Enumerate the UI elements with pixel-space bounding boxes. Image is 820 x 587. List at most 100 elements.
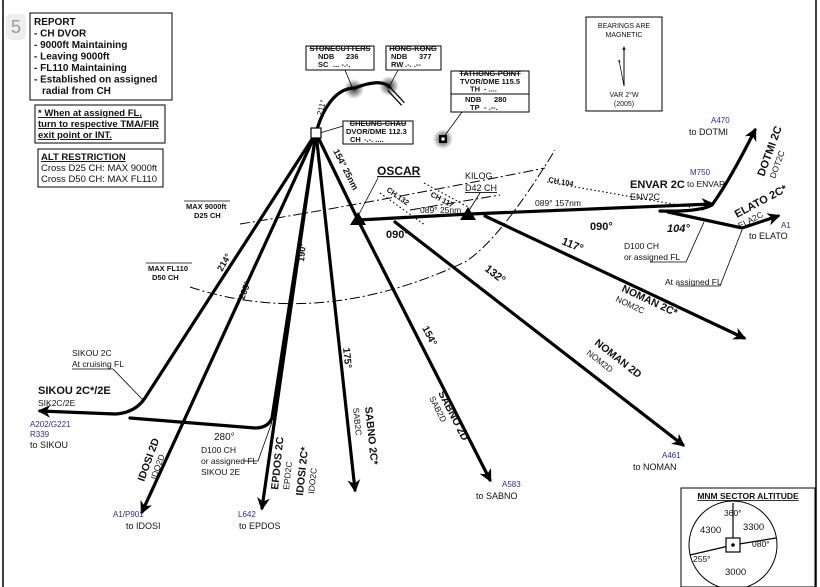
procedure-epdos-2c: EPDOS 2C EPD2C L642 to EPDOS xyxy=(238,436,294,531)
chart-label: - FL110 Maintaining xyxy=(34,63,127,74)
leader-d100-noman xyxy=(650,221,705,263)
chart-label: A202/G221 xyxy=(30,420,71,429)
route-epdos-2c xyxy=(257,131,318,511)
min-sector-altitude: MNM SECTOR ALTITUDE 360° 080° 255° 4300 … xyxy=(680,487,816,587)
leader-d100-sikou xyxy=(243,421,273,462)
bearing-089-157nm: 089° 157nm xyxy=(535,198,581,208)
chart-label: NDB xyxy=(465,95,482,104)
bearing-154-25nm: 154° 25nm xyxy=(331,147,360,191)
chart-label: A461 xyxy=(662,451,681,460)
ch117-radial xyxy=(423,182,471,209)
leader-kilog xyxy=(467,192,481,213)
arc-segment xyxy=(409,194,501,211)
chart-label: A1/P901 xyxy=(113,510,144,519)
procedure-idosi-2d: IDOSI 2D IDO2D A1/P901 to IDOSI xyxy=(113,436,167,531)
at-assigned-fl-note: At assigned FL xyxy=(665,277,722,287)
radial-ch132-label: CH 132 xyxy=(385,185,411,207)
procedure-idosi-2c: IDOSI 2C* IDO2C xyxy=(294,445,319,496)
chart-label: MNM SECTOR ALTITUDE xyxy=(697,491,799,501)
chart-label: Cross D25 CH: MAX 9000ft xyxy=(41,163,158,174)
route-dotmi-2c xyxy=(658,127,757,213)
procedure-envar-2c: ENVAR 2C ENV2C M750 to ENVAR xyxy=(630,168,725,202)
chart-label: SABNO 2C* xyxy=(362,406,380,466)
chart-label: IDOSI 2C* xyxy=(294,445,311,496)
chart-label: D25 CH xyxy=(194,211,221,220)
chart-label: ENVAR 2C xyxy=(630,179,685,191)
chart-label: CH xyxy=(350,135,361,144)
chart-label: - Leaving 9000ft xyxy=(34,52,110,63)
fix-kilog-distance: D42 CH xyxy=(465,183,497,193)
chart-label: radial from CH xyxy=(42,86,111,97)
chart-label: to IDOSI xyxy=(126,521,161,531)
kilog-fix-triangle-icon xyxy=(460,207,476,220)
chart-label: turn to respective TMA/FIR xyxy=(38,119,159,130)
chart-label: NDB xyxy=(391,52,408,61)
chart-label: EPD2C xyxy=(281,461,294,490)
chart-label: Cross D50 CH: MAX FL110 xyxy=(41,174,157,185)
fix-kilog-label: KILOG xyxy=(465,171,493,181)
navaid-hong-kong: HONG-KONG NDB 377 RW .-. .-- xyxy=(385,44,442,71)
radial-ch104-label: CH 104 xyxy=(548,175,575,188)
bearing-214: 214° xyxy=(215,252,233,273)
bearing-089-25nm: 089° 25nm xyxy=(420,205,461,215)
chart-label: SC xyxy=(318,60,329,69)
navaid-tathong-point: TATHONG-POINT TVOR/DME 115.5 TH - .... N… xyxy=(450,69,530,113)
chart-label: M750 xyxy=(690,168,711,177)
ndb-rw-icon xyxy=(379,76,399,96)
leader-assigned-elato xyxy=(678,229,743,287)
leader-oscar xyxy=(357,177,379,217)
route-sikou-2e xyxy=(128,131,318,430)
chart-label: SIKOU 2C xyxy=(72,348,112,358)
vor-ch-icon xyxy=(310,127,322,139)
chart-label: - 9000ft Maintaining xyxy=(34,40,127,51)
ch104-radial xyxy=(546,181,691,208)
procedure-sabno-2d: SABNO 2D SAB2D A583 to SABNO xyxy=(427,389,521,501)
chart-label: TVOR/DME 115.5 xyxy=(460,77,520,86)
chart-label: TH xyxy=(470,85,480,94)
chart-label: - CH DVOR xyxy=(34,29,87,40)
chart-label: 255° xyxy=(693,554,711,564)
d50-arc xyxy=(189,149,556,305)
chart-label: A1 xyxy=(781,221,791,230)
chart-label: MAGNETIC xyxy=(606,32,643,39)
report-box: REPORT - CH DVOR - 9000ft Maintaining - … xyxy=(29,12,173,101)
chart-label: SIKOU 2E xyxy=(201,467,241,477)
d100-note-sikou: D100 CH or assigned FL SIKOU 2E xyxy=(201,445,257,477)
route-sikou-2c xyxy=(37,131,318,418)
chart-label: TATHONG-POINT xyxy=(459,69,521,78)
chart-label: VAR 2°W xyxy=(609,91,639,99)
d25-restriction-label: MAX 9000ft D25 CH xyxy=(184,200,230,220)
chart-label: DVOR/DME 112.3 xyxy=(346,127,407,136)
chart-label: A583 xyxy=(502,480,521,489)
chart-label: to ELATO xyxy=(749,231,788,241)
chart-label: 236 xyxy=(346,52,359,61)
true-north-arrow-icon xyxy=(618,59,625,87)
chart-label: TP xyxy=(470,103,480,112)
route-sabno-2c xyxy=(314,131,361,493)
route-noman-2d xyxy=(393,220,686,447)
chart-label: R339 xyxy=(30,430,50,439)
chart-label: or assigned FL xyxy=(624,252,680,262)
chart-label: -.-. .... xyxy=(364,135,384,144)
chart-label: At cruising FL xyxy=(72,359,124,369)
chart-label: A470 xyxy=(711,116,730,125)
bearing-090-east: 090° xyxy=(590,221,613,233)
bearing-090-oscar: 090° xyxy=(386,229,409,241)
chart-label: 080° xyxy=(752,539,770,549)
chart-label: - Established on assigned xyxy=(34,75,157,86)
chart-label: NDB xyxy=(318,52,335,61)
chart-label: to ENVAR xyxy=(687,179,725,189)
chart-label: MAX 9000ft xyxy=(186,202,227,211)
chart-label: BEARINGS ARE xyxy=(598,23,650,30)
chart-label: .-. .-- xyxy=(405,60,421,69)
chart-label: * When at assigned FL, xyxy=(38,108,142,119)
procedure-sabno-2c: SABNO 2C* SAB2C xyxy=(351,406,380,466)
chart-label: 3000 xyxy=(725,567,746,578)
chart-label: STONECUTTERS xyxy=(309,44,370,53)
chart-label: SAB2C xyxy=(351,407,364,436)
leader-ch xyxy=(319,125,344,134)
d100-note-noman: D100 CH or assigned FL xyxy=(624,241,680,262)
sikou-cruise-note: SIKOU 2C At cruising FL xyxy=(72,348,124,369)
chart-label: EPDOS 2C xyxy=(269,436,287,490)
